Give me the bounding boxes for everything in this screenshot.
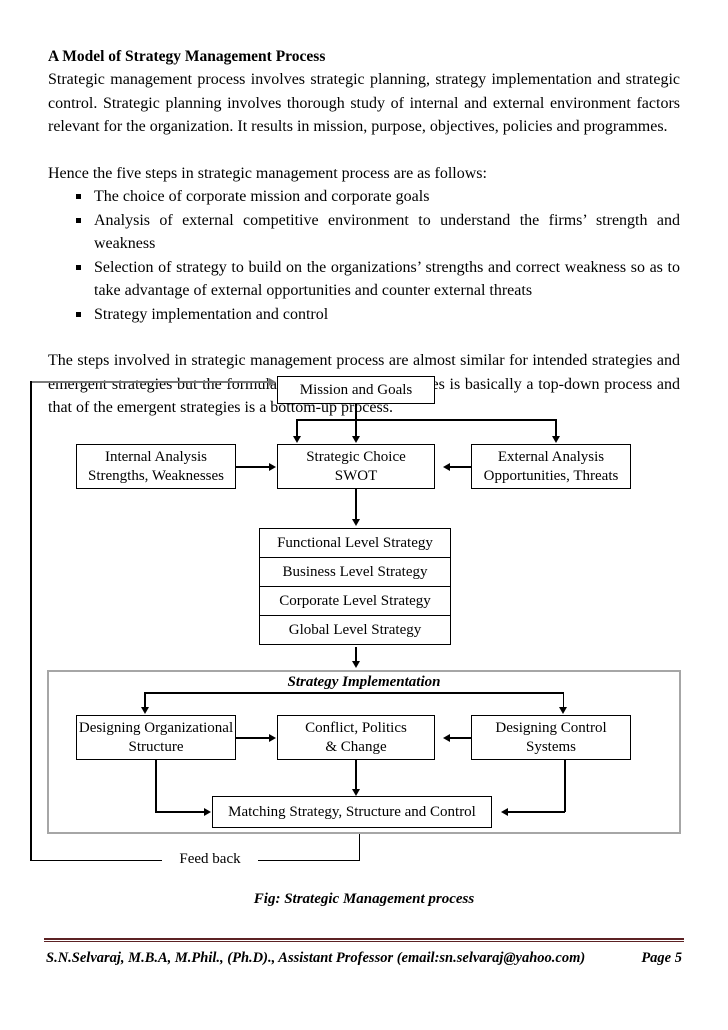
mission-down-stem (355, 404, 357, 420)
list-item-text: Selection of strategy to build on the or… (94, 258, 680, 300)
strategy-level-row: Corporate Level Strategy (260, 587, 450, 616)
node-label: Matching Strategy, Structure and Control (228, 803, 476, 820)
node-conflict-politics-change: Conflict, Politics & Change (277, 715, 435, 760)
link-structure-to-conflict (236, 737, 269, 739)
list-item-text: Analysis of external competitive environ… (94, 211, 680, 253)
arrowhead-control-to-conflict (443, 734, 450, 742)
node-label-line1: Designing Control (495, 719, 607, 736)
drop-leg-designing-structure (144, 692, 146, 708)
feedback-right-vertical-line (358, 834, 360, 860)
distribution-bus-line (296, 419, 556, 421)
strategy-level-label: Global Level Strategy (288, 621, 422, 638)
list-item: Analysis of external competitive environ… (48, 209, 680, 256)
arrowhead-to-control-systems (559, 707, 567, 714)
arrowhead-control-to-matching (501, 808, 508, 816)
arrowhead-to-internal-analysis (292, 436, 301, 443)
list-item: The choice of corporate mission and corp… (48, 185, 680, 209)
arrowhead-to-strategic-choice (351, 436, 360, 443)
node-label-line2: Systems (525, 738, 576, 755)
node-designing-organizational-structure: Designing Organizational Structure (76, 715, 236, 760)
arrowhead-external-to-choice (443, 463, 450, 471)
arrowhead-to-levels (351, 519, 360, 526)
feedback-label: Feed back (162, 851, 258, 868)
paragraph-spacer (48, 326, 680, 349)
arrowhead-to-external-analysis (551, 436, 560, 443)
link-structure-to-matching-horizontal (155, 811, 204, 813)
bullet-square-icon (76, 194, 81, 199)
node-internal-analysis: Internal Analysis Strengths, Weaknesses (76, 444, 236, 489)
drop-leg-strategic-choice (355, 419, 357, 437)
link-levels-to-implementation (355, 647, 357, 662)
drop-leg-control-systems (562, 692, 564, 708)
implementation-bus-line (144, 692, 564, 694)
feedback-top-line (30, 381, 270, 383)
node-label: Mission and Goals (299, 381, 413, 398)
link-internal-to-choice (236, 466, 269, 468)
node-matching-strategy-structure-control: Matching Strategy, Structure and Control (212, 796, 492, 828)
bullet-square-icon (76, 311, 81, 317)
node-label-line1: External Analysis (497, 448, 605, 465)
arrowhead-to-designing-structure (140, 707, 149, 714)
strategy-level-row: Functional Level Strategy (260, 529, 450, 558)
node-label-line1: Conflict, Politics (305, 719, 407, 736)
strategy-level-label: Business Level Strategy (282, 563, 428, 580)
strategy-level-row: Business Level Strategy (260, 558, 450, 587)
link-conflict-to-matching (355, 760, 357, 789)
node-label-line2: Opportunities, Threats (483, 467, 619, 484)
intro-paragraph: Strategic management process involves st… (48, 71, 680, 135)
footer-rule (44, 938, 684, 942)
list-item: Strategy implementation and control (48, 303, 680, 327)
steps-lead-in: Hence the five steps in strategic manage… (48, 164, 487, 182)
steps-list: The choice of corporate mission and corp… (48, 185, 680, 326)
arrowhead-to-implementation (351, 661, 360, 668)
node-label-line2: SWOT (334, 467, 378, 484)
node-label-line2: Strengths, Weaknesses (88, 467, 224, 484)
footer-author: S.N.Selvaraj, M.B.A, M.Phil., (Ph.D)., A… (46, 950, 586, 966)
feedback-left-vertical-line (30, 381, 32, 861)
node-label-line2: & Change (325, 738, 387, 755)
arrowhead-structure-to-matching (204, 808, 211, 816)
node-label-line1: Internal Analysis (104, 448, 208, 465)
strategy-level-row: Global Level Strategy (260, 616, 450, 645)
node-designing-control-systems: Designing Control Systems (471, 715, 631, 760)
paragraph-spacer (48, 139, 680, 162)
arrowhead-conflict-to-matching (351, 789, 360, 796)
figure-caption: Fig: Strategic Management process (253, 891, 475, 907)
link-choice-to-levels (355, 489, 357, 519)
panel-title: Strategy Implementation (287, 674, 441, 690)
document-body: A Model of Strategy Management Process S… (48, 46, 680, 420)
strategy-level-label: Functional Level Strategy (277, 534, 433, 551)
strategy-levels-stack: Functional Level Strategy Business Level… (259, 528, 451, 645)
list-item: Selection of strategy to build on the or… (48, 256, 680, 303)
page-title: A Model of Strategy Management Process (48, 48, 326, 65)
link-external-to-choice (450, 466, 471, 468)
drop-leg-internal (296, 419, 298, 437)
bullet-square-icon (76, 264, 81, 270)
list-item-text: The choice of corporate mission and corp… (94, 188, 430, 205)
node-label-line1: Designing Organizational (78, 719, 234, 736)
footer-page-number: Page 5 (641, 950, 682, 966)
link-control-to-matching-horizontal (508, 811, 565, 813)
link-control-to-matching-vertical (564, 760, 566, 812)
arrowhead-structure-to-conflict (269, 734, 276, 742)
node-mission-and-goals: Mission and Goals (277, 376, 435, 404)
node-label-line1: Strategic Choice (306, 448, 406, 465)
strategy-level-label: Corporate Level Strategy (279, 592, 431, 609)
feedback-top-arrowhead (269, 377, 276, 386)
node-label-line2: Structure (128, 738, 184, 755)
node-external-analysis: External Analysis Opportunities, Threats (471, 444, 631, 489)
list-item-text: Strategy implementation and control (94, 305, 329, 323)
link-structure-to-matching-vertical (155, 760, 157, 812)
node-strategic-choice: Strategic Choice SWOT (277, 444, 435, 489)
page-footer: S.N.Selvaraj, M.B.A, M.Phil., (Ph.D)., A… (46, 950, 682, 967)
strategy-implementation-panel (47, 670, 681, 834)
drop-leg-external (555, 419, 557, 437)
arrowhead-internal-to-choice (269, 463, 276, 471)
bullet-square-icon (76, 217, 81, 223)
link-control-to-conflict (450, 737, 471, 739)
